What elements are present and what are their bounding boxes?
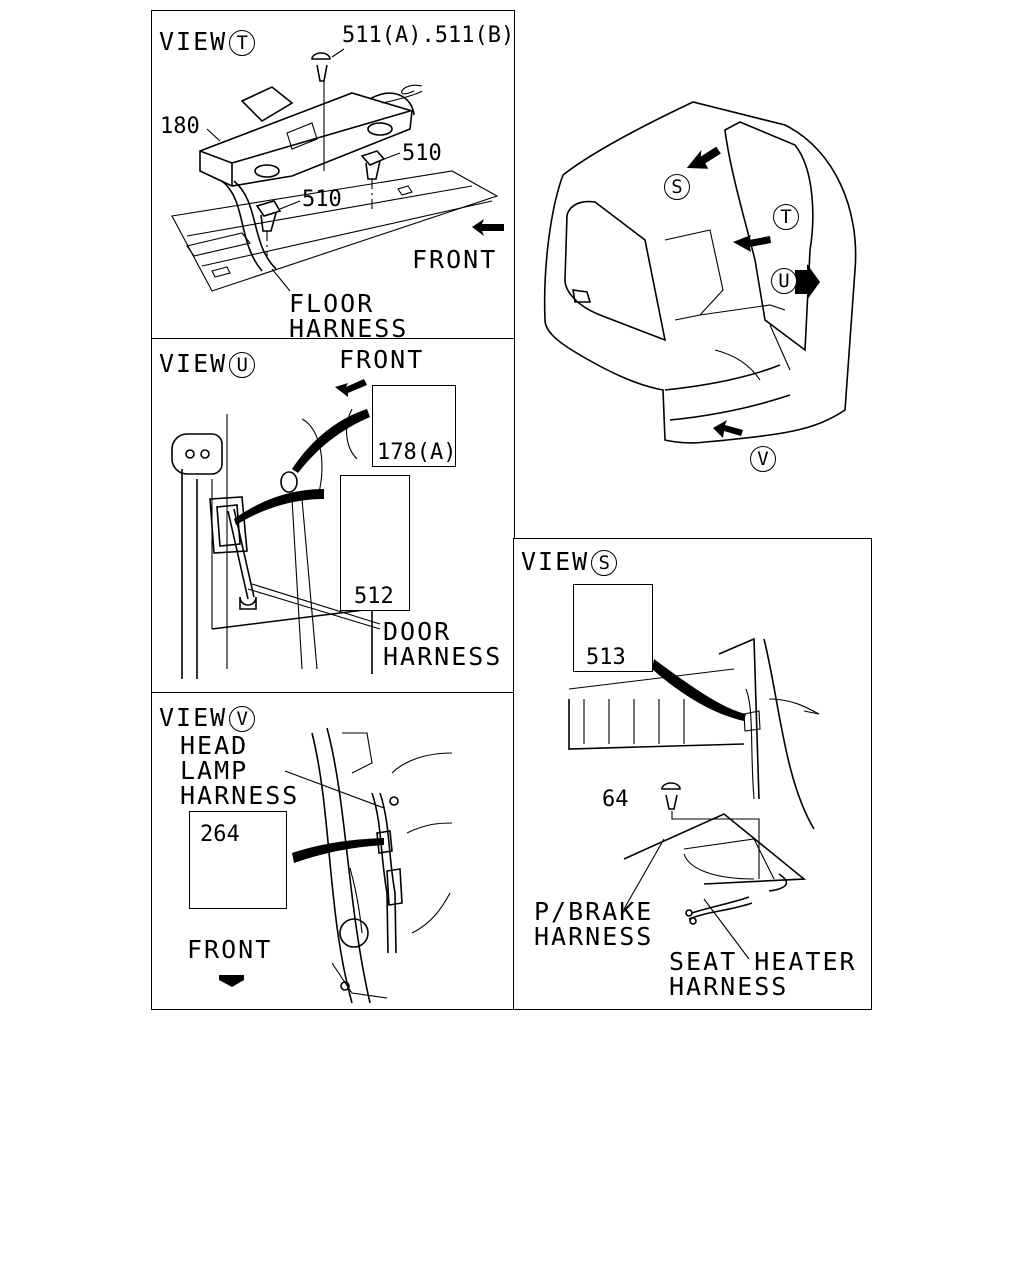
- view-t-title: VIEW: [159, 27, 228, 56]
- cab-marker-v: V: [750, 446, 776, 472]
- part-178-box: 178(A): [372, 385, 456, 467]
- part-264-box: 264: [189, 811, 287, 909]
- pbrake-harness-line2: HARNESS: [534, 922, 654, 951]
- cab-marker-u: U: [771, 268, 797, 294]
- cab-overview: S T U V: [515, 90, 875, 490]
- floor-harness-line2: HARNESS: [289, 314, 409, 343]
- view-v-front-label: FRONT: [187, 935, 273, 964]
- floor-harness-line1: FLOOR: [289, 289, 375, 318]
- part-510-label-b: 510: [302, 187, 342, 212]
- cab-drawing: [543, 101, 857, 444]
- seat-heater-harness-line1: SEAT HEATER: [669, 947, 857, 976]
- view-s-title: VIEW: [521, 547, 590, 576]
- view-t-letter: T: [229, 30, 256, 56]
- part-512-label: 512: [354, 584, 394, 609]
- part-264-label: 264: [200, 822, 240, 847]
- pbrake-harness-line1: P/BRAKE: [534, 897, 654, 926]
- view-t-drawing: [171, 48, 504, 292]
- door-harness-line2: HARNESS: [383, 642, 503, 671]
- view-v-letter: V: [229, 706, 256, 732]
- part-64-label: 64: [602, 787, 629, 812]
- door-harness-line1: DOOR: [383, 617, 452, 646]
- view-u-letter: U: [229, 352, 256, 378]
- cab-marker-s: S: [664, 174, 690, 200]
- view-t-front-label: FRONT: [412, 245, 498, 274]
- part-178-label: 178(A): [377, 440, 457, 465]
- part-511-label: 511(A).511(B): [342, 23, 515, 48]
- view-s-letter: S: [591, 550, 618, 576]
- part-513-box: 513: [573, 584, 653, 672]
- cab-marker-t: T: [773, 204, 799, 230]
- view-s-drawing: [568, 598, 820, 960]
- part-513-label: 513: [586, 645, 626, 670]
- part-510-label-a: 510: [402, 141, 442, 166]
- view-v-title: VIEW: [159, 703, 228, 732]
- part-512-box: 512: [340, 475, 410, 611]
- view-u-front-label: FRONT: [339, 345, 425, 374]
- headlamp-harness-line2: LAMP: [180, 756, 249, 785]
- headlamp-harness-line1: HEAD: [180, 731, 249, 760]
- part-180-label: 180: [160, 114, 200, 139]
- seat-heater-harness-line2: HARNESS: [669, 972, 789, 1001]
- view-u-title: VIEW: [159, 349, 228, 378]
- headlamp-harness-line3: HARNESS: [180, 781, 300, 810]
